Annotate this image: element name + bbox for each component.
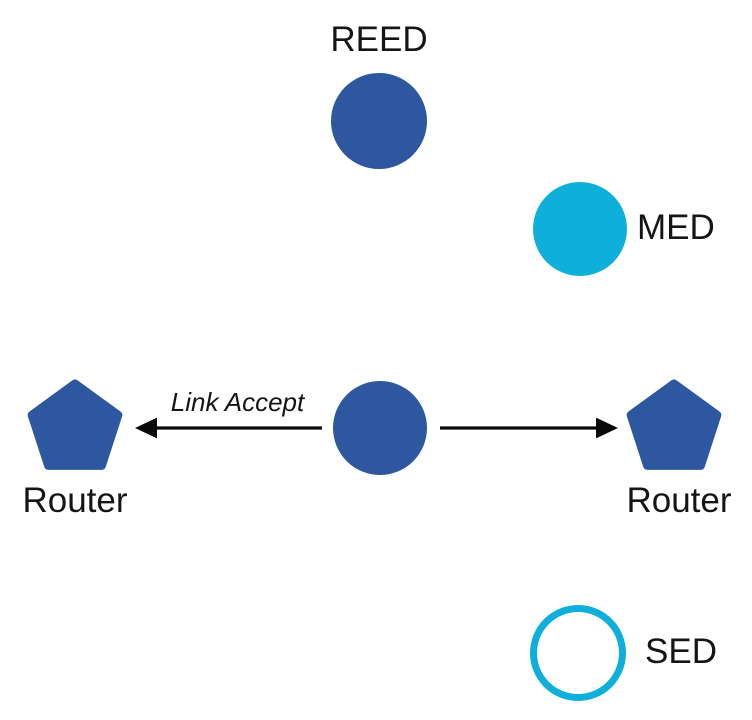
reed-node-label: REED — [330, 20, 428, 59]
router-left-node-label: Router — [22, 481, 128, 520]
right-link-arrowhead — [596, 417, 618, 439]
reed-node-circle — [331, 73, 427, 169]
router-left-pentagon — [27, 379, 123, 470]
sed-node-label: SED — [645, 632, 717, 671]
router-right-node-label: Router — [626, 481, 732, 520]
link-accept-edge-label: Link Accept — [170, 387, 305, 417]
med-node-label: MED — [637, 208, 715, 247]
router-right-pentagon — [626, 379, 722, 470]
sed-node-circle — [530, 605, 626, 701]
link-accept-arrowhead — [135, 417, 157, 439]
med-node-circle — [533, 182, 627, 276]
center-node-circle — [333, 381, 427, 475]
